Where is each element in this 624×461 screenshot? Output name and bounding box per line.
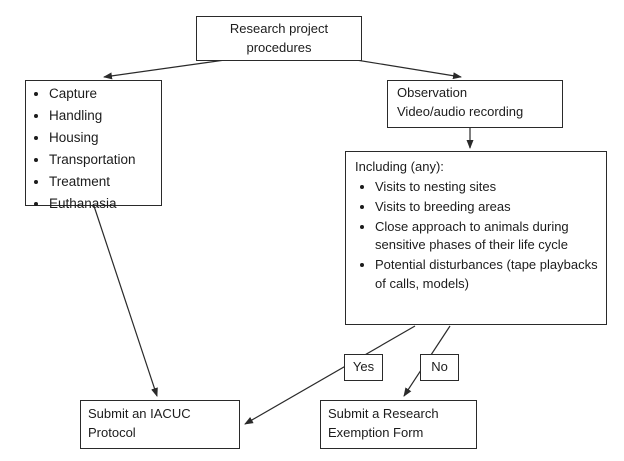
list-item: Potential disturbances (tape playbacks o… [375,256,598,294]
list-item: Capture [49,84,157,104]
list-item: Handling [49,106,157,126]
list-item: Treatment [49,172,157,192]
list-item: Close approach to animals during sensiti… [375,218,598,256]
list-item: Visits to nesting sites [375,178,598,197]
submit-iacuc-protocol-label: Submit an IACUC Protocol [88,406,191,440]
no-connector-box: No [420,354,459,381]
observation-line1: Observation [397,85,468,100]
list-item: Visits to breeding areas [375,198,598,217]
observation-box: Observation Video/audio recording [387,80,563,128]
including-box: Including (any): Visits to nesting sites… [345,151,607,325]
observation-line2: Video/audio recording [397,103,524,119]
research-procedures-label: Research project procedures [229,20,329,55]
invasive-procedures-box: Capture Handling Housing Transportation … [25,80,162,211]
list-item: Euthanasia [49,194,157,214]
no-label: No [431,359,448,375]
including-heading: Including (any): [355,159,444,174]
including-list: Visits to nesting sites Visits to breedi… [354,178,598,294]
list-item: Transportation [49,150,157,170]
submit-exemption-form-box: Submit a Research Exemption Form [320,400,477,449]
list-item: Housing [49,128,157,148]
research-procedures-box: Research project procedures [196,16,362,61]
submit-iacuc-protocol-box: Submit an IACUC Protocol [80,400,240,449]
submit-exemption-form-label: Submit a Research Exemption Form [328,406,439,440]
yes-connector-box: Yes [344,354,383,381]
yes-label: Yes [352,359,375,375]
invasive-procedures-list: Capture Handling Housing Transportation … [28,84,157,214]
